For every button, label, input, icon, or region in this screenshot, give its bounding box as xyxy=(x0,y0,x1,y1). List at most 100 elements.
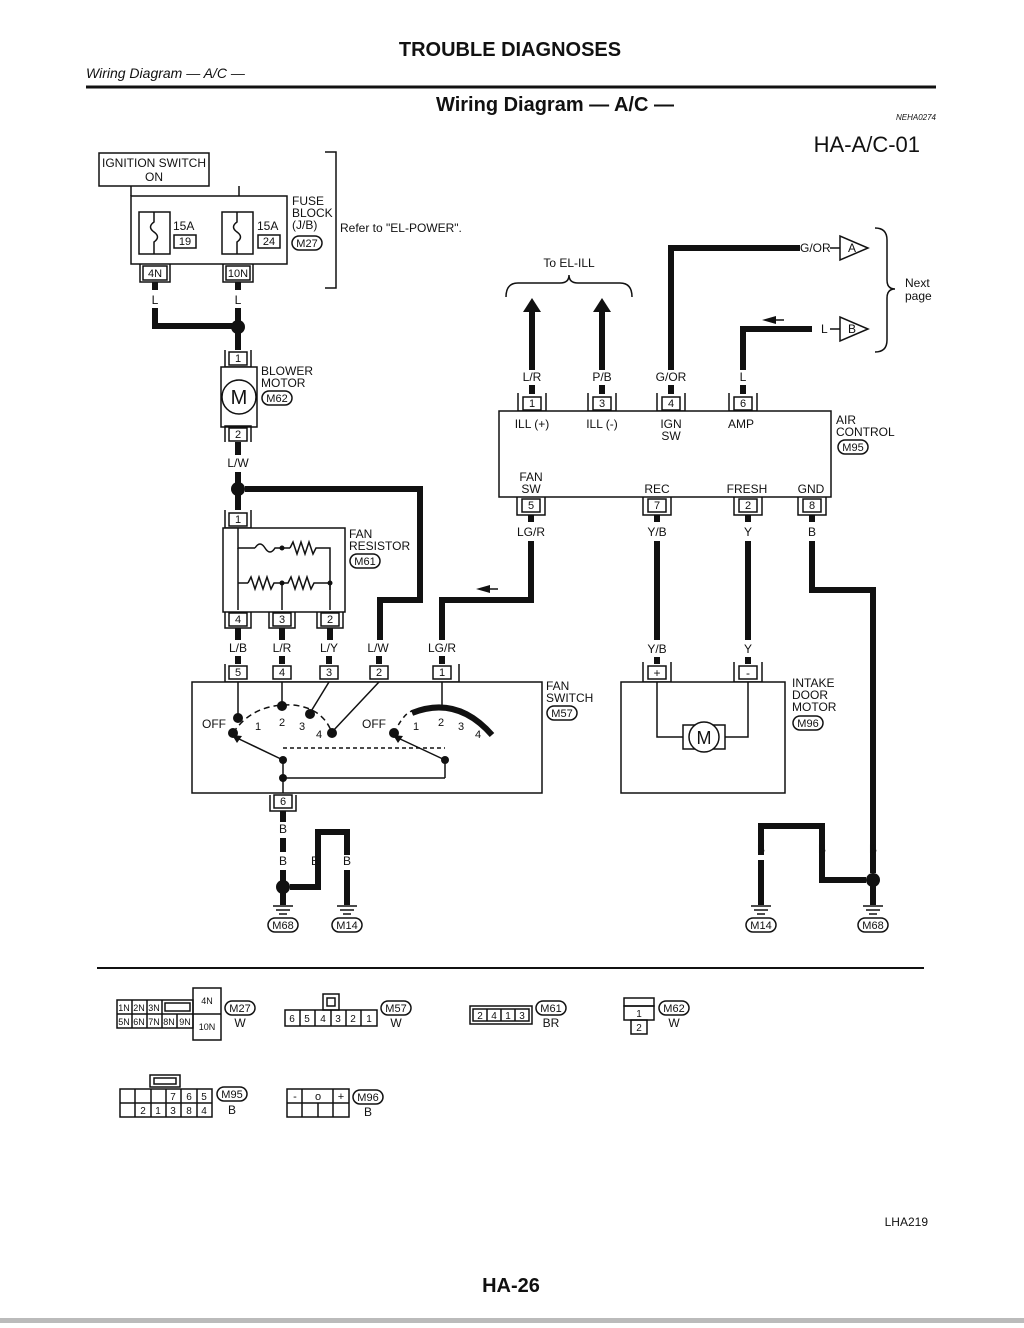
svg-text:BLOCK: BLOCK xyxy=(292,206,333,220)
svg-text:M68: M68 xyxy=(272,920,293,932)
svg-text:-: - xyxy=(746,666,750,680)
svg-text:8: 8 xyxy=(186,1106,192,1117)
wire-b-gnd xyxy=(809,541,876,873)
arrow-up-icon xyxy=(593,298,611,312)
intake-motor-icon xyxy=(688,721,720,753)
svg-text:FAN: FAN xyxy=(349,527,372,541)
svg-text:L: L xyxy=(821,322,828,336)
svg-text:2: 2 xyxy=(376,667,382,679)
svg-text:2: 2 xyxy=(350,1014,356,1025)
ignition-switch-box xyxy=(98,152,210,187)
svg-text:BLOWER: BLOWER xyxy=(261,364,313,378)
svg-text:o: o xyxy=(315,1091,321,1103)
svg-text:10N: 10N xyxy=(199,1022,216,1032)
svg-text:5: 5 xyxy=(528,500,534,512)
ground-m14-right: M14 xyxy=(745,905,777,933)
connector-badge-m57 xyxy=(546,705,578,721)
svg-text:1: 1 xyxy=(529,398,535,410)
svg-text:AMP: AMP xyxy=(728,417,754,431)
svg-text:2: 2 xyxy=(438,717,444,729)
connector-badge-m95 xyxy=(837,439,869,455)
svg-text:B: B xyxy=(279,854,287,868)
wire-g-or xyxy=(668,245,800,370)
svg-text:P/B: P/B xyxy=(592,370,611,384)
svg-text:ILL (-): ILL (-) xyxy=(586,417,618,431)
svg-text:2N: 2N xyxy=(133,1003,145,1013)
power-wire-l xyxy=(152,308,238,329)
svg-text:SW: SW xyxy=(661,429,681,443)
svg-text:4: 4 xyxy=(201,1106,207,1117)
svg-text:2: 2 xyxy=(279,717,285,729)
svg-text:1: 1 xyxy=(413,721,419,733)
svg-text:G/OR: G/OR xyxy=(800,241,831,255)
svg-text:1: 1 xyxy=(235,353,241,365)
svg-text:IGN: IGN xyxy=(660,417,681,431)
svg-text:M62: M62 xyxy=(266,393,287,405)
svg-text:A: A xyxy=(848,241,856,255)
fuse-24-icon xyxy=(232,212,242,254)
svg-text:CONTROL: CONTROL xyxy=(836,425,895,439)
svg-text:L: L xyxy=(740,370,747,384)
svg-text:1: 1 xyxy=(255,721,261,733)
ignition-state-label: ON xyxy=(145,170,163,184)
svg-text:W: W xyxy=(234,1016,246,1030)
wire-l-amp xyxy=(740,326,812,370)
svg-text:B: B xyxy=(818,842,826,856)
svg-text:BR: BR xyxy=(543,1016,560,1030)
svg-text:M: M xyxy=(231,387,248,409)
svg-text:INTAKE: INTAKE xyxy=(792,676,834,690)
connector-face-m62: 1 2 M62 W xyxy=(623,997,690,1035)
svg-text:5N: 5N xyxy=(118,1017,130,1027)
svg-text:GND: GND xyxy=(798,482,825,496)
svg-text:RESISTOR: RESISTOR xyxy=(349,539,410,553)
svg-text:MOTOR: MOTOR xyxy=(792,700,837,714)
svg-text:MOTOR: MOTOR xyxy=(261,376,306,390)
svg-text:24: 24 xyxy=(263,236,275,248)
air-control-box xyxy=(498,410,832,498)
svg-text:3: 3 xyxy=(279,614,285,626)
svg-text:1N: 1N xyxy=(118,1003,130,1013)
wire-lg-r xyxy=(439,541,534,640)
svg-text:3N: 3N xyxy=(148,1003,160,1013)
svg-text:M68: M68 xyxy=(862,920,883,932)
svg-text:3: 3 xyxy=(458,721,464,733)
svg-text:M14: M14 xyxy=(750,920,771,932)
fan-switch-box xyxy=(191,681,543,794)
svg-text:Y/B: Y/B xyxy=(647,642,666,656)
svg-text:B: B xyxy=(869,842,877,856)
svg-text:W: W xyxy=(668,1016,680,1030)
svg-text:B: B xyxy=(757,842,765,856)
svg-text:L: L xyxy=(235,293,242,307)
wire-lw-to-fan-switch xyxy=(245,486,423,640)
svg-text:L/R: L/R xyxy=(523,370,542,384)
refer-el-power: Refer to "EL-POWER". xyxy=(340,221,462,235)
svg-text:REC: REC xyxy=(644,482,670,496)
svg-text:M95: M95 xyxy=(221,1089,242,1101)
arrow-up-icon xyxy=(523,298,541,312)
connector-badge-m62 xyxy=(261,390,293,406)
svg-text:page: page xyxy=(905,289,932,303)
fuse-block-box xyxy=(130,195,288,265)
connector-face-m61: 2 4 1 3 M61 BR xyxy=(469,1000,567,1030)
svg-text:6: 6 xyxy=(740,398,746,410)
svg-text:L/R: L/R xyxy=(273,641,292,655)
svg-text:ILL (+): ILL (+) xyxy=(515,417,550,431)
page-number: HA-26 xyxy=(482,1275,540,1297)
svg-text:6: 6 xyxy=(186,1092,192,1103)
section-title: TROUBLE DIAGNOSES xyxy=(399,39,621,61)
connector-arrow-b xyxy=(839,315,870,343)
svg-text:5: 5 xyxy=(304,1014,310,1025)
connector-face-m57: 6 5 4 3 2 1 M57 W xyxy=(284,993,412,1030)
svg-text:Next: Next xyxy=(905,276,930,290)
svg-text:(J/B): (J/B) xyxy=(292,218,317,232)
svg-text:7N: 7N xyxy=(148,1017,160,1027)
ground-m14-left: M14 xyxy=(331,905,363,933)
svg-text:Y: Y xyxy=(744,525,752,539)
svg-text:4: 4 xyxy=(279,667,285,679)
svg-text:1: 1 xyxy=(439,667,445,679)
svg-text:LG/R: LG/R xyxy=(428,641,456,655)
svg-text:L/Y: L/Y xyxy=(320,641,338,655)
svg-text:3: 3 xyxy=(326,667,332,679)
svg-text:4: 4 xyxy=(316,729,322,741)
